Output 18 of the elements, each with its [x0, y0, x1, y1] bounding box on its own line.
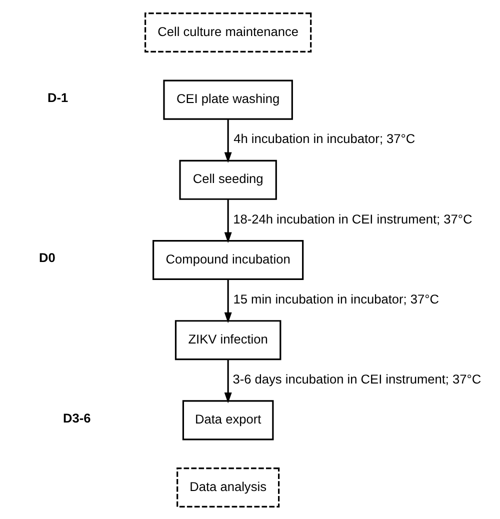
label: D0: [38, 250, 55, 265]
edge-label: 3-6 days incubation in CEI instrument; 37°C: [232, 370, 481, 386]
node-box: ZIKV infection: [174, 320, 281, 360]
node-box: Data export: [182, 400, 274, 440]
arrow: [224, 279, 232, 323]
edge-label: 15 min incubation in incubator; 37°C: [232, 290, 438, 306]
node-box: CEI plate washing: [162, 79, 292, 120]
label: D3-6: [62, 410, 90, 425]
node-box: Data analysis: [176, 466, 280, 508]
arrow: [224, 118, 232, 162]
label: D-1: [47, 90, 68, 105]
node-box: Cell seeding: [178, 159, 276, 200]
node-box: Compound incubation: [152, 239, 304, 280]
edge-label: 4h incubation in incubator; 37°C: [233, 130, 415, 146]
node-box: Cell culture maintenance: [144, 12, 312, 52]
arrow: [224, 198, 232, 242]
edge-label: 18-24h incubation in CEI instrument; 37°C: [232, 210, 472, 226]
arrow: [224, 359, 232, 403]
